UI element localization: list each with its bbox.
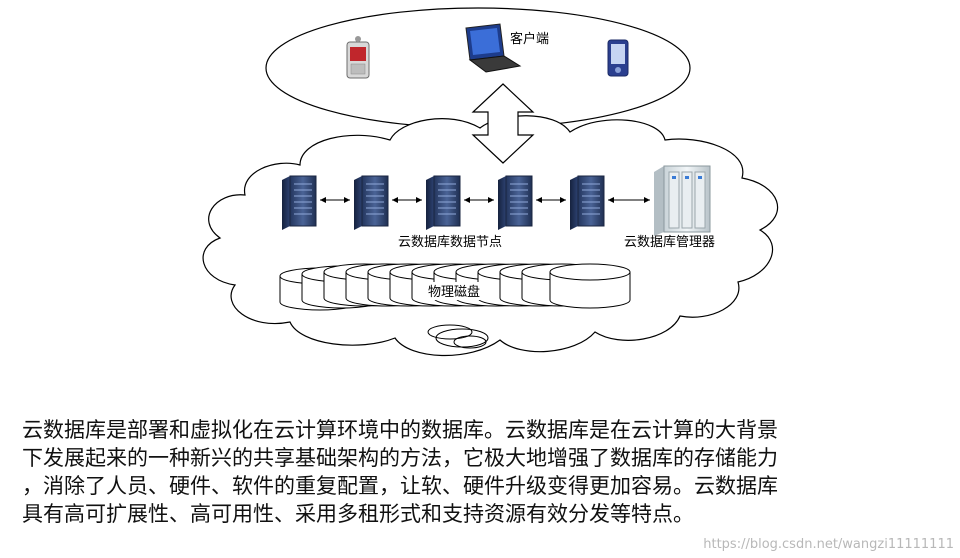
swirl-decoration [427, 324, 489, 349]
manager-label: 云数据库管理器 [624, 234, 715, 250]
paragraph-line-4: 具有高可扩展性、高可用性、采用多租形式和支持资源有效分发等特点。 [22, 502, 694, 526]
client-label: 客户端 [510, 31, 549, 47]
disk-label: 物理磁盘 [428, 284, 480, 300]
paragraph-line-1: 云数据库是部署和虚拟化在云计算环境中的数据库。云数据库是在云计算的大背景 [22, 418, 778, 442]
cloud-database-diagram: 客户端 [202, 7, 779, 357]
server-rack-icon [654, 165, 711, 236]
mobile-phone-icon [346, 36, 370, 79]
laptop-icon [465, 23, 522, 73]
nodes-label: 云数据库数据节点 [398, 234, 502, 250]
description-paragraph: 云数据库是部署和虚拟化在云计算环境中的数据库。云数据库是在云计算的大背景 下发展… [22, 416, 947, 528]
paragraph-line-3: ，消除了人员、硬件、软件的重复配置，让软、硬件升级变得更加容易。云数据库 [22, 474, 778, 498]
server-icon [498, 175, 533, 230]
server-icon [570, 175, 605, 230]
server-icon [426, 175, 461, 230]
paragraph-line-2: 下发展起来的一种新兴的共享基础架构的方法，它极大地增强了数据库的存储能力 [22, 446, 778, 470]
server-icon [354, 175, 389, 230]
client-cloud-double-arrow [471, 83, 535, 164]
watermark: https://blog.csdn.net/wangzi11111111 [703, 537, 954, 552]
server-icon [282, 175, 317, 230]
disk-label-bg [424, 282, 494, 300]
pda-icon [607, 39, 629, 77]
